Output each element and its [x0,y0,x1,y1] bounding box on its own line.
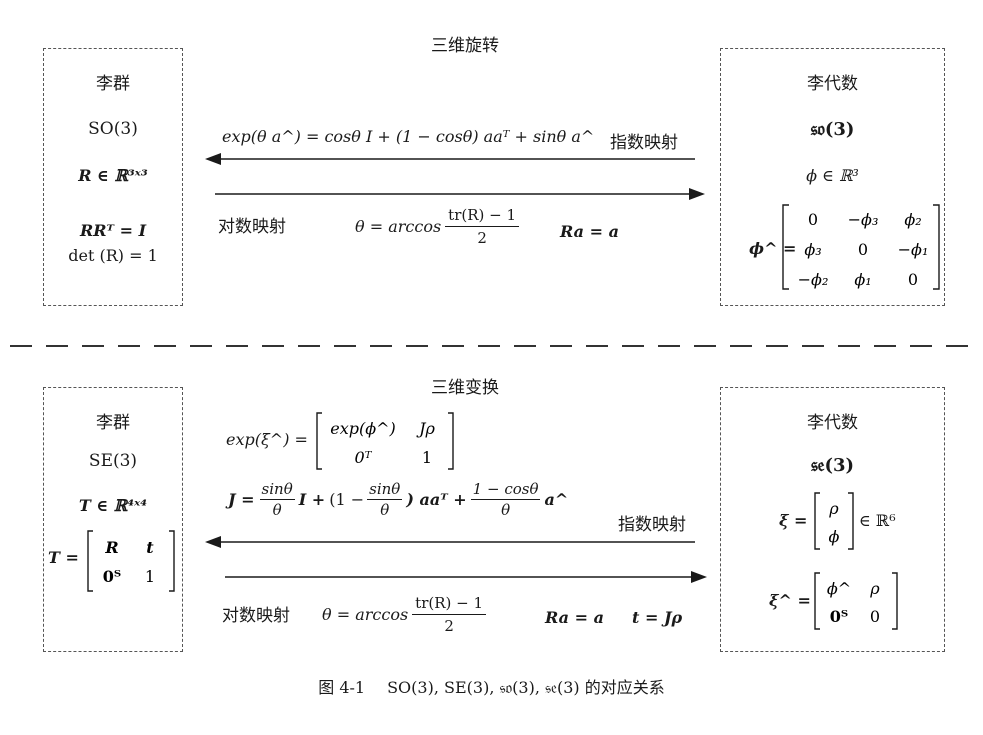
matrix-cell: 0 [858,240,868,259]
bottom-left-box: 李群 SE(3) T ∈ ℝ⁴ˣ⁴ T = R t 0ᵀ 1 [43,387,183,652]
transform-theta-formula: θ = arccos tr(R) − 1 2 [322,594,487,635]
j-fraction-2: sinθ θ [367,480,403,519]
figure-caption: 图 4-1 SO(3), SE(3), 𝔰𝔬(3), 𝔰𝔢(3) 的对应关系 [0,674,983,698]
lie-group-heading: 李群 [96,413,130,433]
j-fraction-1-den: θ [272,501,282,519]
xi-hat-label: ξ^ = [769,591,811,610]
rotation-membership: R ∈ ℝ³ˣ³ [78,166,148,185]
rotation-theta-formula: θ = arccos tr(R) − 1 2 [355,206,520,247]
rotation-log-map-label: 对数映射 [218,217,286,237]
theta-numerator: tr(R) − 1 [445,206,520,227]
vector-cell: ρ [828,499,839,518]
theta-denominator: 2 [444,617,454,635]
j-fraction-3: 1 − cosθ θ [470,480,541,519]
determinant-condition: det (R) = 1 [68,246,158,265]
j-fraction-2-num: sinθ [367,480,403,500]
top-title: 三维旋转 [431,36,499,56]
lie-group-heading: 李群 [96,74,130,94]
matrix-cell: −ϕ₂ [798,270,829,289]
bottom-title: 三维变换 [431,378,499,398]
matrix-cell: −ϕ₃ [848,210,879,229]
matrix-cell: 1 [422,448,432,467]
matrix-cell: 0 [908,270,918,289]
lie-algebra-heading: 李代数 [807,413,858,433]
rotation-log-arrow [215,188,705,200]
matrix-cell: ϕ₁ [854,270,871,289]
matrix-cell: ϕ₃ [804,240,821,259]
j-mid-1: I + [298,490,326,509]
vector-cell: ϕ [829,527,840,546]
matrix-cell: −ϕ₁ [898,240,929,259]
orthogonality-condition: RRᵀ = I [79,221,147,240]
matrix-cell: 1 [145,567,155,586]
theta-fraction: tr(R) − 1 2 [412,594,487,635]
jacobian-formula: J = sinθ θ I + (1 − sinθ θ ) aaᵀ + 1 − c… [228,480,568,519]
transform-exp-arrow [205,536,695,548]
j-open: (1 − [329,490,365,509]
transform-log-arrow [225,571,707,583]
figure-number: 图 4-1 [318,678,366,697]
theta-fraction: tr(R) − 1 2 [445,206,520,247]
so3-label: SO(3) [88,119,138,139]
j-lhs: J = [228,490,255,509]
j-tail: a^ [544,490,569,509]
xi-membership: ∈ ℝ⁶ [859,511,896,530]
phi-hat-label: ϕ^ = [749,239,797,258]
xi-hat-matrix: ϕ^ ρ 0ᵀ 0 [814,572,898,630]
se3-exp-matrix: exp(ϕ^) Jρ 0ᵀ 1 [316,412,454,470]
phi-membership: ϕ ∈ ℝ³ [806,166,859,185]
theta-lhs: θ = arccos [355,217,442,236]
xi-vector: ρ ϕ [814,492,854,550]
rotation-exp-map-label: 指数映射 [610,133,678,153]
section-divider [10,345,975,347]
transform-axis-formula: Ra = a [545,608,604,627]
j-fraction-3-den: θ [501,501,511,519]
translation-formula: t = Jρ [632,608,683,627]
lie-algebra-heading: 李代数 [807,74,858,94]
j-fraction-1: sinθ θ [259,480,295,519]
bottom-right-box: 李代数 𝔰𝔢(3) ξ = ρ ϕ ∈ ℝ⁶ ξ^ = ϕ^ ρ 0ᵀ 0 [720,387,945,652]
figure-caption-text: SO(3), SE(3), 𝔰𝔬(3), 𝔰𝔢(3) 的对应关系 [387,678,665,697]
top-left-box: 李群 SO(3) R ∈ ℝ³ˣ³ RRᵀ = I det (R) = 1 [43,48,183,306]
matrix-cell: 0ᵀ [355,448,373,467]
j-fraction-3-num: 1 − cosθ [470,480,541,500]
so3-algebra-label: 𝔰𝔬(3) [810,119,855,140]
se3-exp-lhs: exp(ξ^) = [226,430,308,449]
matrix-cell: 0ᵀ [830,607,848,626]
top-right-box: 李代数 𝔰𝔬(3) ϕ ∈ ℝ³ ϕ^ = 0 −ϕ₃ ϕ₂ ϕ₃ 0 −ϕ₁ … [720,48,945,306]
j-fraction-1-num: sinθ [259,480,295,500]
transform-log-map-label: 对数映射 [222,606,290,626]
j-fraction-2-den: θ [380,501,390,519]
matrix-cell: Jρ [416,419,435,438]
rotation-axis-formula: Ra = a [560,222,619,241]
matrix-cell: R [104,538,118,557]
matrix-cell: ϕ₂ [904,210,921,229]
phi-hat-matrix: 0 −ϕ₃ ϕ₂ ϕ₃ 0 −ϕ₁ −ϕ₂ ϕ₁ 0 [782,204,940,290]
rotation-exp-arrow [205,153,695,165]
matrix-cell: exp(ϕ^) [330,419,396,438]
matrix-cell: ρ [869,579,880,598]
se3-algebra-label: 𝔰𝔢(3) [810,455,855,476]
matrix-cell: 0ᵀ [103,567,121,586]
theta-numerator: tr(R) − 1 [412,594,487,615]
xi-label: ξ = [779,511,808,530]
se3-label: SE(3) [88,451,138,471]
transform-membership: T ∈ ℝ⁴ˣ⁴ [78,496,148,515]
matrix-cell: 0 [808,210,818,229]
j-mid-2: ) aaᵀ + [406,490,467,509]
matrix-cell: ϕ^ [827,579,851,598]
t-matrix-label: T = [48,548,79,567]
matrix-cell: 0 [870,607,880,626]
theta-denominator: 2 [477,229,487,247]
t-matrix: R t 0ᵀ 1 [87,530,175,592]
rotation-exp-formula: exp(θ a^) = cosθ I + (1 − cosθ) aaᵀ + si… [222,127,595,146]
transform-exp-map-label: 指数映射 [618,515,686,535]
theta-lhs: θ = arccos [322,605,409,624]
matrix-cell: t [146,538,154,557]
